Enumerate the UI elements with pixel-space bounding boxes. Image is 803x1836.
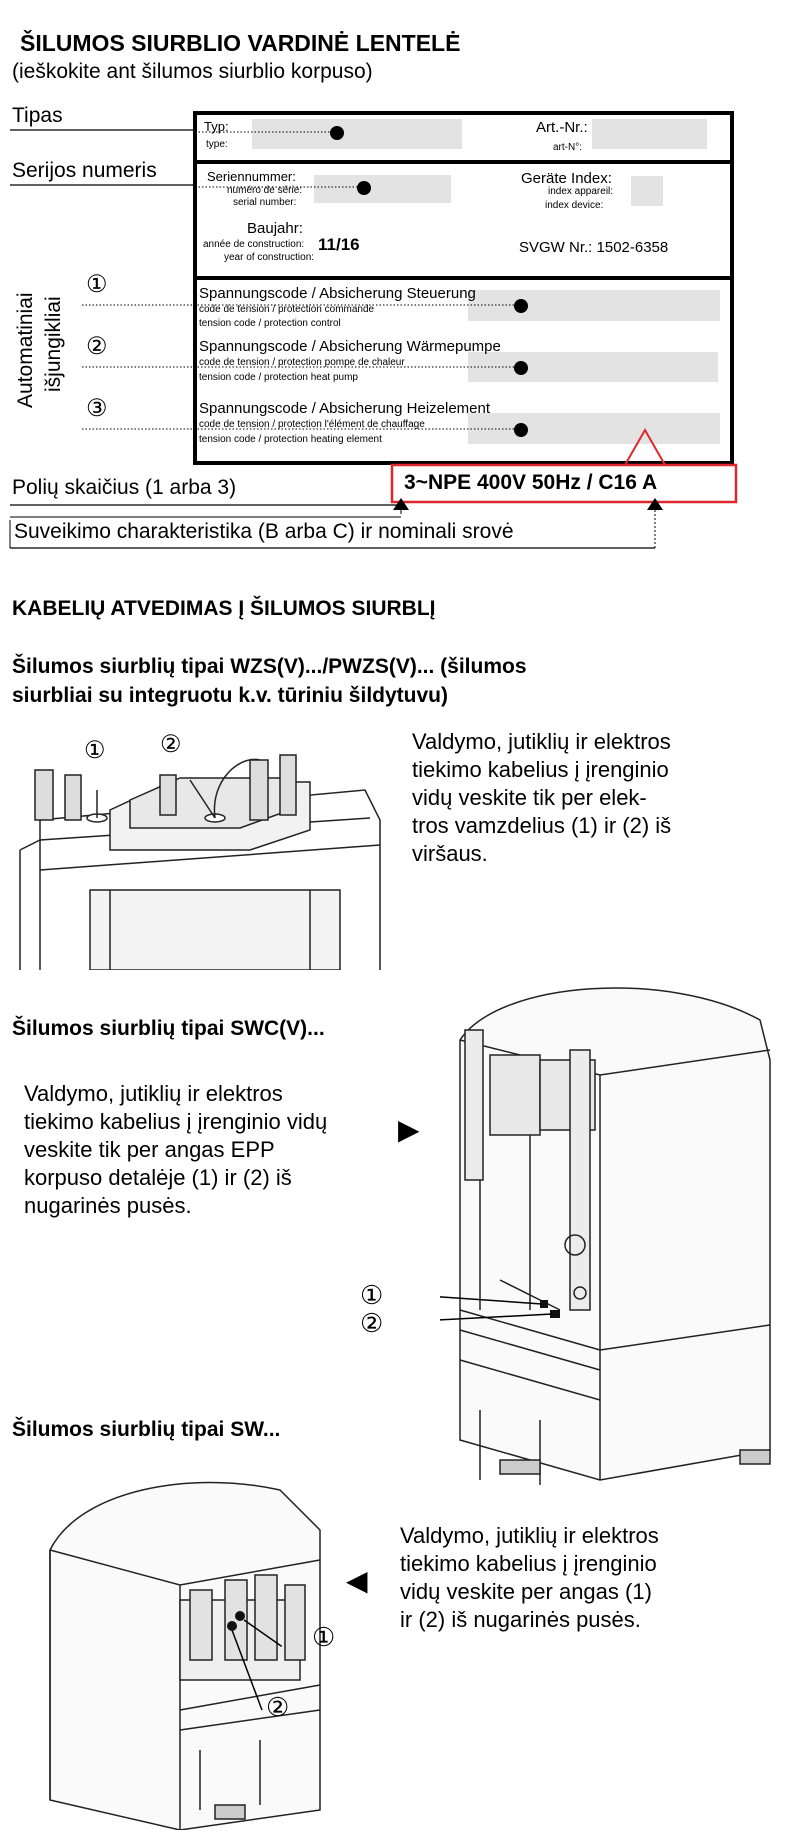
plate-geraete-index: Geräte Index: bbox=[521, 170, 612, 187]
plate-sc1-main: Spannungscode / Absicherung Steuerung bbox=[199, 285, 476, 302]
wzs-text-line: tiekimo kabelius į įrenginio bbox=[412, 757, 669, 782]
plate-index-device: index device: bbox=[545, 200, 604, 211]
sw-text-line: vidų veskite per angas (1) bbox=[400, 1579, 652, 1604]
field-type bbox=[252, 119, 462, 149]
plate-baujahr: Baujahr: bbox=[247, 220, 303, 237]
plate-seriennummer: Seriennummer: bbox=[207, 169, 296, 184]
label-breakers-line2: išjungikliai bbox=[42, 296, 65, 392]
example-value-box bbox=[390, 463, 738, 504]
plate-year-value: 11/16 bbox=[318, 235, 360, 254]
sw-unit-drawing bbox=[49, 1481, 321, 1830]
sw-text-line: tiekimo kabelius į įrenginio bbox=[400, 1551, 657, 1576]
wzs-text-line: viršaus. bbox=[412, 841, 488, 866]
marker-type bbox=[330, 126, 344, 140]
marker-breaker-1 bbox=[514, 299, 528, 313]
sw-opening-1 bbox=[235, 1611, 245, 1621]
marker-number-1: ① bbox=[86, 271, 108, 298]
plate-sc1-en: tension code / protection control bbox=[199, 318, 341, 329]
swc-arrow-right: ▶ bbox=[398, 1114, 420, 1145]
plate-svgw: SVGW Nr.: 1502-6358 bbox=[519, 239, 669, 256]
swc-text-line: nugarinės pusės. bbox=[24, 1193, 192, 1218]
field-art-nr bbox=[592, 119, 707, 149]
plate-sc3-main: Spannungscode / Absicherung Heizelement bbox=[199, 400, 491, 417]
swc-heading: Šilumos siurblių tipai SWC(V)... bbox=[12, 1017, 325, 1040]
swc-instructions: Valdymo, jutiklių ir elektros tiekimo ka… bbox=[24, 1080, 384, 1220]
plate-serial-number: serial number: bbox=[233, 197, 297, 208]
label-serial-number: Serijos numeris bbox=[12, 159, 157, 182]
marker-number-3: ③ bbox=[86, 395, 108, 422]
swc-text-line: tiekimo kabelius į įrenginio vidų bbox=[24, 1109, 328, 1134]
wzs-text-line: tros vamzdelius (1) ir (2) iš bbox=[412, 813, 672, 838]
plate-index-appareil: index appareil: bbox=[548, 186, 614, 197]
wzs-heading-line1: Šilumos siurblių tipai WZS(V).../PWZS(V)… bbox=[12, 655, 527, 678]
plate-type: type: bbox=[206, 139, 228, 150]
swc-text-line: veskite tik per angas EPP bbox=[24, 1137, 275, 1162]
plate-sc3-fr: code de tension / protection l'élément d… bbox=[199, 419, 425, 430]
swc-opening-1 bbox=[540, 1300, 548, 1308]
label-trip-characteristic: Suveikimo charakteristika (B arba C) ir … bbox=[14, 520, 514, 543]
wzs-text-line: vidų veskite tik per elek- bbox=[412, 785, 647, 810]
plate-year: year of construction: bbox=[224, 252, 315, 263]
marker-serial bbox=[357, 181, 371, 195]
plate-sc2-en: tension code / protection heat pump bbox=[199, 372, 358, 383]
plate-frame bbox=[193, 111, 734, 465]
sw-opening-2 bbox=[227, 1621, 237, 1631]
callout-pointer bbox=[624, 427, 666, 466]
sw-text-line: Valdymo, jutiklių ir elektros bbox=[400, 1523, 659, 1548]
sw-callout-2: ② bbox=[266, 1692, 290, 1722]
plate-art-n: art-N°: bbox=[553, 142, 582, 153]
nameplate-diagram bbox=[9, 111, 738, 549]
marker-number-2: ② bbox=[86, 333, 108, 360]
plate-sc3-en: tension code / protection heating elemen… bbox=[199, 434, 382, 445]
sw-instructions: Valdymo, jutiklių ir elektros tiekimo ka… bbox=[400, 1522, 720, 1634]
plate-sc2-fr: code de tension / protection pompe de ch… bbox=[199, 357, 405, 368]
sw-callout-1: ① bbox=[312, 1622, 336, 1652]
plate-numero-serie: numéro de série: bbox=[227, 185, 303, 196]
plate-typ: Typ: bbox=[204, 119, 229, 134]
marker-breaker-3 bbox=[514, 423, 528, 437]
sw-arrow-left: ◀ bbox=[346, 1565, 368, 1596]
wzs-instructions: Valdymo, jutiklių ir elektros tiekimo ka… bbox=[412, 728, 712, 868]
wzs-text-line: Valdymo, jutiklių ir elektros bbox=[412, 729, 671, 754]
field-serial bbox=[314, 175, 451, 203]
label-type: Tipas bbox=[12, 104, 63, 127]
plate-art-nr: Art.-Nr.: bbox=[536, 119, 588, 136]
plate-annee: année de construction: bbox=[203, 239, 305, 250]
sw-heading: Šilumos siurblių tipai SW... bbox=[12, 1418, 281, 1441]
swc-opening-2 bbox=[550, 1310, 560, 1318]
plate-sc2-main: Spannungscode / Absicherung Wärmepumpe bbox=[199, 338, 501, 355]
swc-unit-drawing bbox=[440, 987, 771, 1485]
sw-text-line: ir (2) iš nugarinės pusės. bbox=[400, 1607, 641, 1632]
swc-text-line: Valdymo, jutiklių ir elektros bbox=[24, 1081, 283, 1106]
label-breakers-line1: Automatiniai bbox=[14, 292, 37, 408]
field-index bbox=[631, 176, 663, 206]
nameplate-subtitle: (ieškokite ant šilumos siurblio korpuso) bbox=[12, 60, 373, 83]
wzs-callout-1: ① bbox=[84, 737, 106, 764]
wzs-unit-drawing bbox=[19, 754, 381, 970]
swc-callout-1: ① bbox=[360, 1280, 384, 1310]
marker-breaker-2 bbox=[514, 361, 528, 375]
swc-callout-2: ② bbox=[360, 1308, 384, 1338]
cable-routing-title: KABELIŲ ATVEDIMAS Į ŠILUMOS SIURBLĮ bbox=[12, 597, 436, 620]
label-poles: Polių skaičius (1 arba 3) bbox=[12, 476, 237, 499]
nameplate-title: ŠILUMOS SIURBLIO VARDINĖ LENTELĖ bbox=[20, 30, 461, 56]
wzs-callout-2: ② bbox=[160, 731, 182, 758]
swc-text-line: korpuso detalėje (1) ir (2) iš bbox=[24, 1165, 292, 1190]
plate-sc1-fr: code de tension / protection commande bbox=[199, 304, 375, 315]
example-value: 3~NPE 400V 50Hz / C16 A bbox=[404, 471, 658, 494]
wzs-heading-line2: siurbliai su integruotu k.v. tūriniu šil… bbox=[12, 684, 448, 707]
